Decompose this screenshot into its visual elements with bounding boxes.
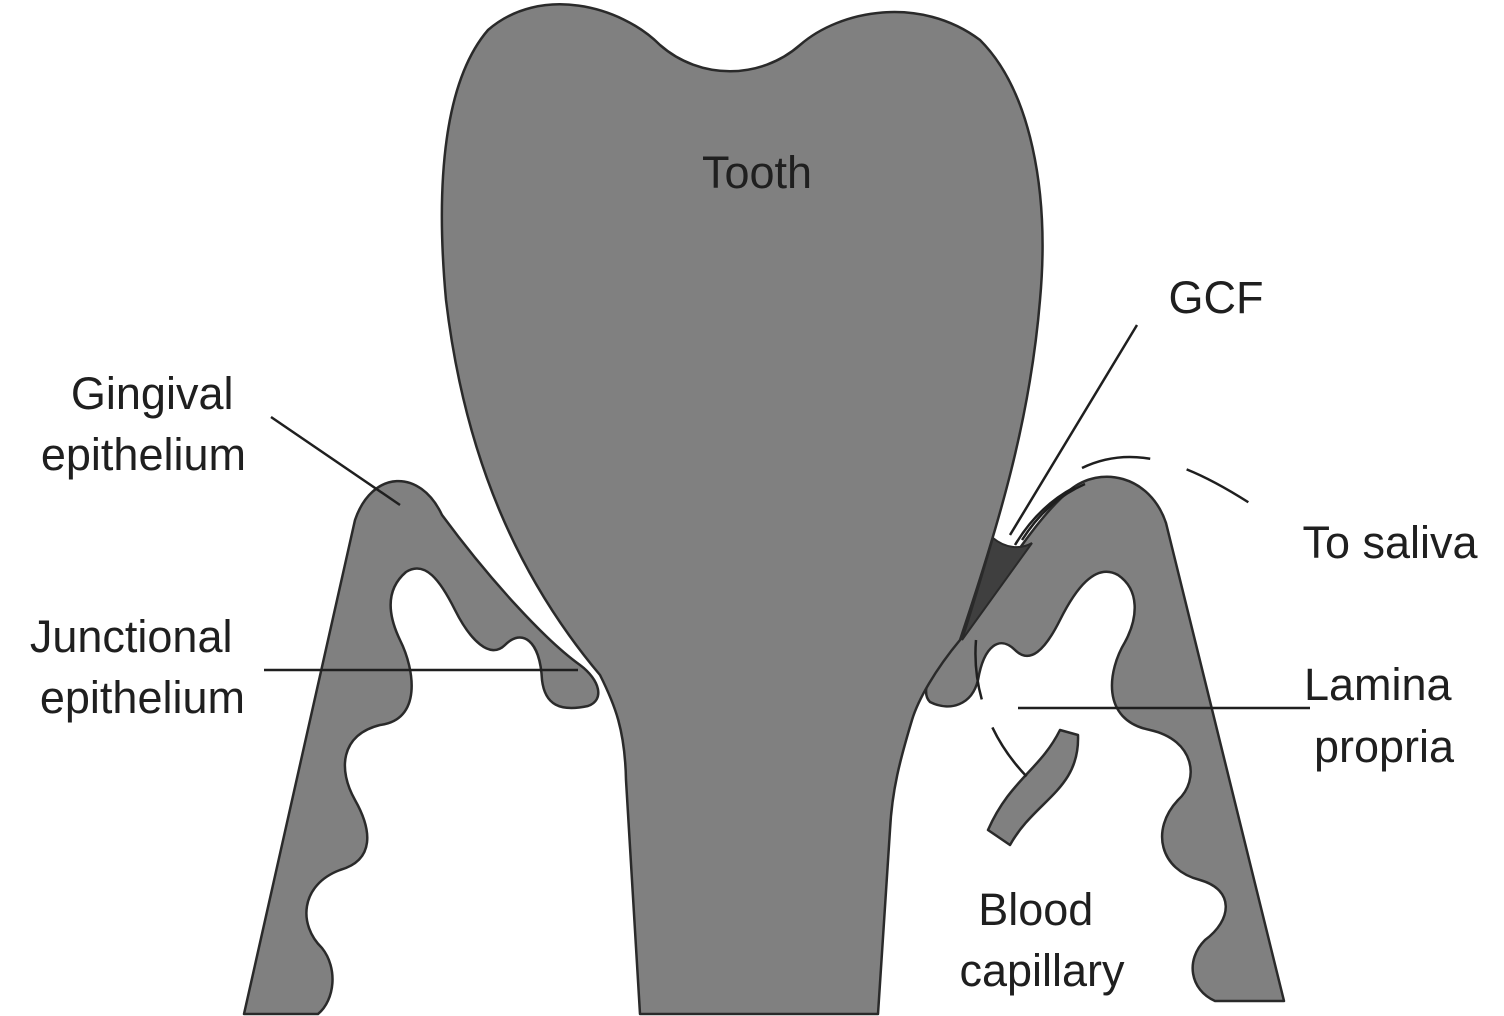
gingival-epithelium-label-line-1: Gingival xyxy=(71,368,234,419)
gcf-label: GCF xyxy=(1169,272,1264,323)
blood-capillary-label: Blood capillary xyxy=(959,884,1125,996)
lamina-propria-label-line-1: Lamina xyxy=(1304,659,1453,710)
gingival-epithelium-label-line-2: epithelium xyxy=(41,429,246,480)
tooth-label: Tooth xyxy=(702,147,812,198)
junctional-epithelium-label: Junctional epithelium xyxy=(30,611,245,723)
to-saliva-label: To saliva xyxy=(1302,517,1478,568)
lamina-propria-label-line-2: propria xyxy=(1314,721,1455,772)
blood-capillary-label-line-2: capillary xyxy=(959,945,1125,996)
junctional-epithelium-label-line-1: Junctional xyxy=(30,611,233,662)
gingival-epithelium-label: Gingival epithelium xyxy=(41,368,246,480)
blood-capillary-label-line-1: Blood xyxy=(978,884,1093,935)
blood-capillary-shape xyxy=(988,730,1078,845)
lamina-propria-label: Lamina propria xyxy=(1304,659,1464,772)
gingival-epithelium-leader-line xyxy=(271,417,400,505)
junctional-epithelium-label-line-2: epithelium xyxy=(40,672,245,723)
